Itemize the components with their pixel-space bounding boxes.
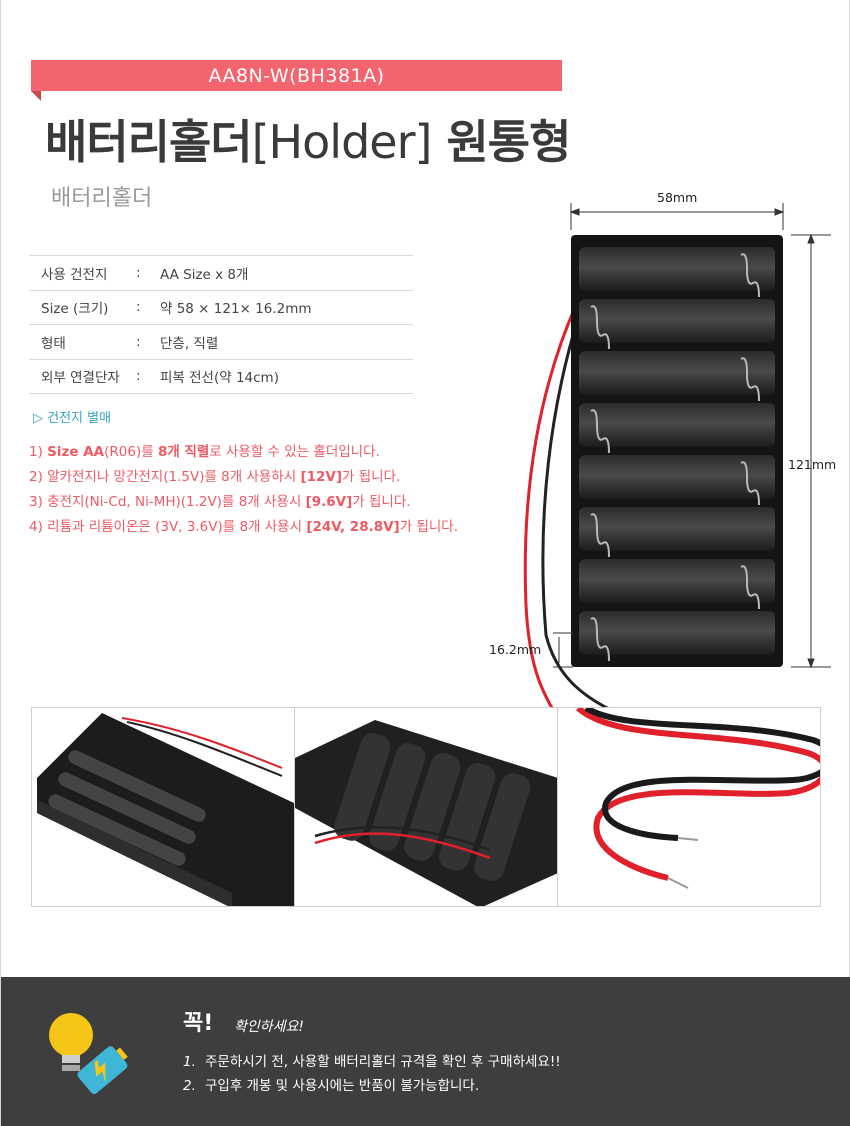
- spec-label: 형태: [41, 335, 66, 352]
- spec-label: 외부 연결단자: [41, 370, 120, 387]
- feature-text: 가 됩니다.: [342, 469, 401, 485]
- notice-text: 주문하시기 전, 사용할 배터리홀더 규격을 확인 후 구매하세요!!: [205, 1054, 561, 1070]
- notice-heading: 꼭!: [183, 1011, 214, 1036]
- notice-list: 1. 주문하시기 전, 사용할 배터리홀더 규격을 확인 후 구매하세요!! 2.…: [183, 1050, 561, 1098]
- red-wire: [523, 304, 578, 716]
- spring-contacts: [590, 253, 760, 662]
- feature-item: 4) 리튬과 리튬이온은 (3V, 3.6V)를 8개 사용시 [24V, 28…: [29, 515, 549, 540]
- notice-item: 2. 구입후 개봉 및 사용시에는 반품이 불가능합니다.: [183, 1074, 561, 1098]
- feature-text: 가 됩니다.: [399, 519, 458, 535]
- feature-item: 1) Size AA(R06)를 8개 직렬로 사용할 수 있는 홀더입니다.: [29, 440, 549, 465]
- spec-row: 외부 연결단자 : 피복 전선(약 14cm): [29, 360, 413, 394]
- spec-row: 형태 : 단층, 직렬: [29, 325, 413, 360]
- height-dimension-label: 121mm: [788, 457, 837, 472]
- feature-text: 가 됩니다.: [352, 494, 411, 510]
- spec-row: Size (크기) : 약 58 × 121× 16.2mm: [29, 291, 413, 325]
- model-code: AA8N-W(BH381A): [208, 64, 385, 87]
- spec-colon: :: [136, 264, 141, 281]
- wire-leads-image: [576, 708, 820, 889]
- feature-text: 3) 충전지(Ni-Cd, Ni-MH)(1.2V)를 8개 사용시: [29, 494, 306, 510]
- page-title: 배터리홀더[Holder] 원통형: [45, 106, 571, 172]
- feature-highlight: 8개 직렬: [157, 444, 210, 460]
- title-light: [Holder]: [251, 115, 433, 169]
- feature-highlight: [12V]: [300, 469, 343, 485]
- photo-holder-angle: [32, 708, 295, 906]
- spec-colon: :: [136, 368, 141, 385]
- spec-colon: :: [136, 299, 141, 316]
- spec-label: Size (크기): [41, 301, 109, 318]
- title-prefix: 배터리홀더: [45, 115, 253, 169]
- feature-highlight: [24V, 28.8V]: [306, 519, 400, 535]
- title-suffix: 원통형: [446, 115, 571, 169]
- battery-holder-illustration: [523, 203, 831, 716]
- holder-angle-image: [37, 713, 294, 906]
- spec-value: 약 58 × 121× 16.2mm: [160, 301, 312, 318]
- spec-value: 단층, 직렬: [160, 335, 219, 352]
- photo-holder-bottom: [295, 708, 558, 906]
- feature-text: 로 사용할 수 있는 홀더입니다.: [209, 444, 380, 460]
- spec-row: 사용 건전지 : AA Size x 8개: [29, 256, 413, 291]
- spec-table: 사용 건전지 : AA Size x 8개 Size (크기) : 약 58 ×…: [29, 255, 413, 394]
- notice-number: 2.: [183, 1078, 196, 1094]
- spec-value: AA Size x 8개: [160, 266, 249, 283]
- dimension-lines: [553, 203, 831, 669]
- model-tag-fold: [31, 91, 41, 101]
- spec-colon: :: [136, 333, 141, 350]
- feature-text: 2) 알카전지나 망간전지(1.5V)를 8개 사용하시: [29, 469, 301, 485]
- notice-item: 1. 주문하시기 전, 사용할 배터리홀더 규격을 확인 후 구매하세요!!: [183, 1050, 561, 1074]
- feature-item: 2) 알카전지나 망간전지(1.5V)를 8개 사용하시 [12V]가 됩니다.: [29, 465, 549, 490]
- spec-label: 사용 건전지: [41, 266, 108, 283]
- photo-wire-leads: [558, 708, 820, 906]
- notice-text: 구입후 개봉 및 사용시에는 반품이 불가능합니다.: [205, 1078, 480, 1094]
- feature-text: 1): [29, 444, 48, 460]
- product-photo-strip: [31, 707, 821, 907]
- lightbulb-battery-icon: [49, 1013, 128, 1094]
- feature-highlight: Size AA: [47, 444, 105, 460]
- model-tag: AA8N-W(BH381A): [31, 60, 562, 91]
- holder-bottom-image: [295, 720, 557, 906]
- black-wire: [541, 314, 612, 712]
- feature-text: (R06)를: [104, 444, 158, 460]
- depth-dimension-label: 16.2mm: [489, 642, 542, 657]
- feature-text: 4) 리튬과 리튬이온은 (3V, 3.6V)를 8개 사용시: [29, 519, 307, 535]
- battery-slots: [579, 247, 775, 655]
- notice-subheading: 확인하세요!: [234, 1019, 305, 1035]
- spec-value: 피복 전선(약 14cm): [160, 370, 279, 387]
- notice-number: 1.: [183, 1054, 196, 1070]
- page-subtitle: 배터리홀더: [51, 186, 153, 211]
- notice-footer: 꼭! 확인하세요! 1. 주문하시기 전, 사용할 배터리홀더 규격을 확인 후 …: [1, 977, 850, 1126]
- feature-item: 3) 충전지(Ni-Cd, Ni-MH)(1.2V)를 8개 사용시 [9.6V…: [29, 490, 549, 515]
- battery-sold-separately-note: ▷ 건전지 별매: [33, 411, 112, 426]
- feature-highlight: [9.6V]: [305, 494, 353, 510]
- width-dimension-label: 58mm: [657, 190, 698, 205]
- product-dimension-diagram: 58mm 121mm 16.2mm: [489, 185, 850, 716]
- feature-list: 1) Size AA(R06)를 8개 직렬로 사용할 수 있는 홀더입니다. …: [29, 440, 549, 540]
